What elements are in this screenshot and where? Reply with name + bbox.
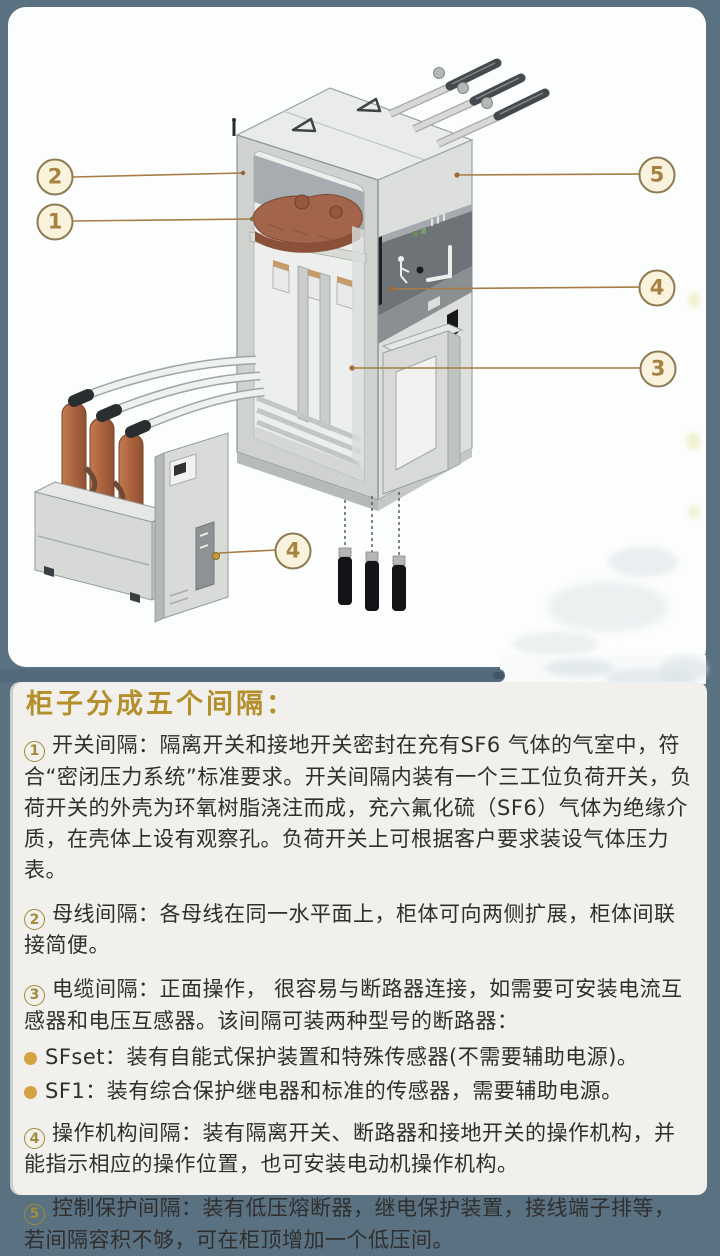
section-label: 电缆间隔： bbox=[52, 977, 160, 1001]
section-label: 操作机构间隔： bbox=[52, 1120, 203, 1145]
cable bbox=[338, 500, 352, 605]
section-label: 控制保护间隔： bbox=[52, 1196, 203, 1220]
operating-handle bbox=[426, 245, 452, 282]
section-text: 正面操作， 很容易与断路器连接，如需要可安装电流互感器和电压互感器。该间隔可装两… bbox=[24, 977, 683, 1033]
mechanism-band bbox=[378, 211, 472, 316]
text-panel: 柜子分成五个间隔： 1 开关间隔：隔离开关和接地开关密封在充有SF6 气体的气室中… bbox=[10, 682, 707, 1252]
section-text: 装有隔离开关、断路器和接地开关的操作机构，并能指示相应的操作位置，也可安装电动机… bbox=[24, 1120, 676, 1177]
callout-label: 4 bbox=[649, 275, 665, 300]
section-divider bbox=[0, 669, 505, 682]
section-busbar-compartment: 2 母线间隔：各母线在同一水平面上，柜体可向两侧扩展，柜体间联接简便。 bbox=[24, 899, 693, 962]
item-number-circle: 4 bbox=[24, 1128, 45, 1149]
callout-mechanism-4: 4 bbox=[638, 269, 676, 307]
bushing-insulators bbox=[272, 260, 354, 310]
load-switch-copper bbox=[252, 194, 363, 253]
callout-label: 2 bbox=[47, 164, 63, 189]
section-text: 隔离开关和接地开关密封在充有SF6 气体的气室中，符合“密闭压力系统”标准要求。… bbox=[24, 733, 692, 882]
breaker-option-sf1: SF1：装有综合保护继电器和标准的传感器，需要辅助电源。 bbox=[24, 1076, 693, 1107]
panel-title: 柜子分成五个间隔： bbox=[26, 689, 296, 720]
callout-label: 1 bbox=[47, 209, 63, 234]
compartment-description: 柜子分成五个间隔： 1 开关间隔：隔离开关和接地开关密封在充有SF6 气体的气室中… bbox=[10, 682, 707, 1256]
cable-terminations bbox=[388, 58, 550, 148]
section-label: 开关间隔： bbox=[52, 733, 160, 757]
callout-switch-1: 1 bbox=[36, 203, 74, 241]
item-number-circle: 5 bbox=[24, 1203, 45, 1225]
option-name: SF1： bbox=[45, 1078, 107, 1103]
termination-pin bbox=[388, 58, 502, 118]
bullet-icon bbox=[24, 1051, 37, 1065]
page: { "panel": { "title": "柜子分成五个间隔：" }, "di… bbox=[0, 7, 708, 1252]
section-switch-compartment: 1 开关间隔：隔离开关和接地开关密封在充有SF6 气体的气室中，符合“密闭压力系统… bbox=[24, 730, 693, 886]
door-lock-screw bbox=[212, 552, 220, 560]
callout-mechanism-4b: 4 bbox=[274, 532, 312, 570]
switchgear-diagram bbox=[33, 58, 640, 623]
warning-triangle-icon bbox=[356, 97, 382, 113]
callout-label: 4 bbox=[285, 538, 301, 563]
callout-control-5: 5 bbox=[638, 156, 676, 194]
busbar-tubes bbox=[78, 355, 265, 434]
panel-gap bbox=[500, 655, 706, 684]
section-divider-cap bbox=[493, 672, 504, 679]
option-desc: 装有自能式保护装置和特殊传感器(不需要辅助电源)。 bbox=[126, 1044, 639, 1069]
bullet-icon bbox=[24, 1085, 37, 1099]
section-text: 各母线在同一水平面上，柜体可向两侧扩展，柜体间联接简便。 bbox=[24, 901, 676, 958]
cable-compartment-frame bbox=[381, 323, 464, 495]
leader-lines bbox=[72, 170, 640, 554]
warning-triangle-icon bbox=[291, 117, 317, 133]
breaker-option-sfset: SFset：装有自能式保护装置和特殊传感器(不需要辅助电源)。 bbox=[24, 1042, 693, 1073]
termination-pin bbox=[436, 88, 550, 148]
item-number-circle: 3 bbox=[24, 984, 45, 1006]
callout-label: 3 bbox=[650, 356, 666, 381]
callout-cable-3: 3 bbox=[639, 350, 677, 388]
cable bbox=[392, 492, 406, 611]
cabinet-front-frame bbox=[236, 134, 379, 501]
item-number-circle: 1 bbox=[24, 740, 45, 762]
incoming-cables bbox=[338, 492, 406, 611]
mechanism-door-panel bbox=[154, 432, 229, 623]
section-label: 母线间隔： bbox=[52, 901, 160, 926]
item-number-circle: 2 bbox=[24, 909, 45, 930]
section-mechanism-compartment: 4 操作机构间隔：装有隔离开关、断路器和接地开关的操作机构，并能指示相应的操作位置… bbox=[24, 1118, 693, 1181]
callout-label: 5 bbox=[649, 162, 665, 187]
callout-busbar-2: 2 bbox=[36, 158, 74, 196]
cable bbox=[365, 496, 379, 611]
termination-pin bbox=[412, 73, 526, 133]
option-desc: 装有综合保护继电器和标准的传感器，需要辅助电源。 bbox=[106, 1078, 623, 1103]
diagram-panel: 2 1 5 4 3 4 bbox=[8, 7, 706, 667]
option-name: SFset： bbox=[45, 1044, 127, 1069]
section-cable-compartment: 3 电缆间隔：正面操作， 很容易与断路器连接，如需要可安装电流互感器和电压互感器。… bbox=[24, 974, 693, 1037]
